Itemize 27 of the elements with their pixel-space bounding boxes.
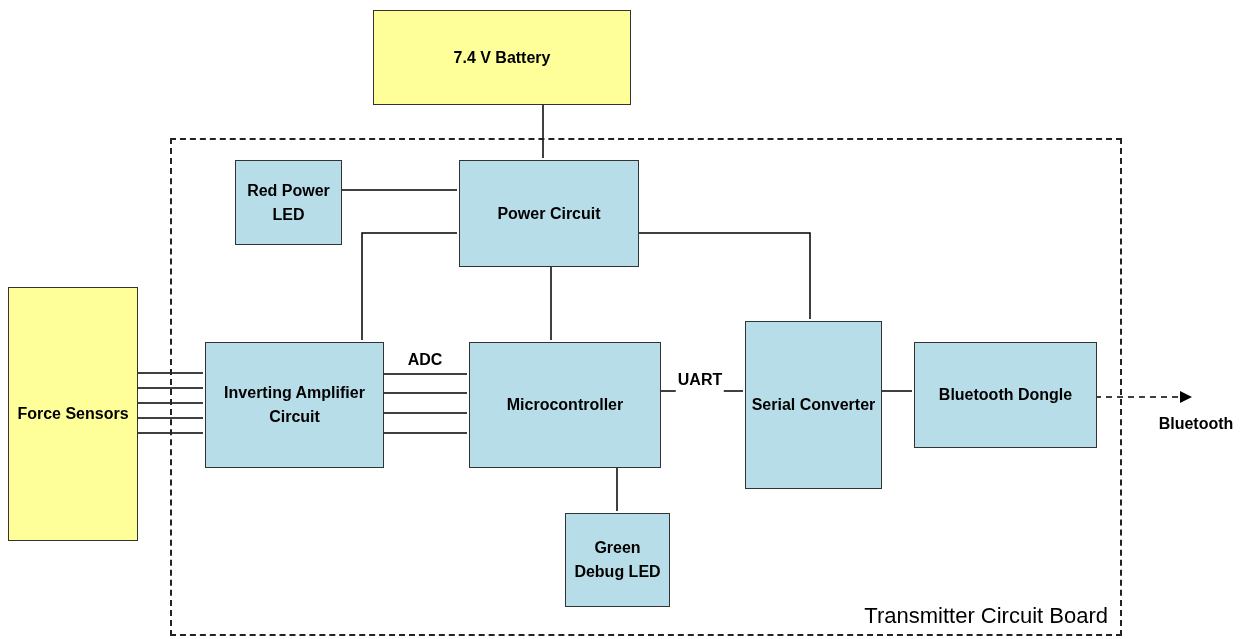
block-label: Microcontroller [506, 395, 624, 415]
connector-line [137, 432, 204, 434]
block-box [373, 10, 631, 105]
block-label: Green Debug LED [573, 538, 662, 582]
block-label: Serial Converter [751, 395, 876, 415]
block-label: Inverting Amplifier Circuit [223, 383, 366, 427]
block-label: Red Power LED [246, 180, 331, 225]
board-outline [170, 138, 1122, 636]
block-label: 7.4 V Battery [453, 47, 551, 68]
connector-line [361, 232, 458, 341]
connector-line [137, 387, 204, 389]
block-label: Force Sensors [17, 404, 129, 424]
block-label: Power Circuit [497, 203, 601, 224]
connector-line [137, 402, 204, 404]
connector-line [542, 104, 544, 159]
block-box [459, 160, 639, 267]
block-box [914, 342, 1097, 448]
block-label: Bluetooth Dongle [938, 385, 1073, 405]
block-box [565, 513, 670, 607]
block-box [469, 342, 661, 468]
connector-line [137, 417, 204, 419]
block-box [8, 287, 138, 541]
block-box [235, 160, 342, 245]
connector-line [137, 372, 204, 374]
block-box [205, 342, 384, 468]
board-title: Transmitter Circuit Board [864, 602, 1108, 630]
block-box [745, 321, 882, 489]
